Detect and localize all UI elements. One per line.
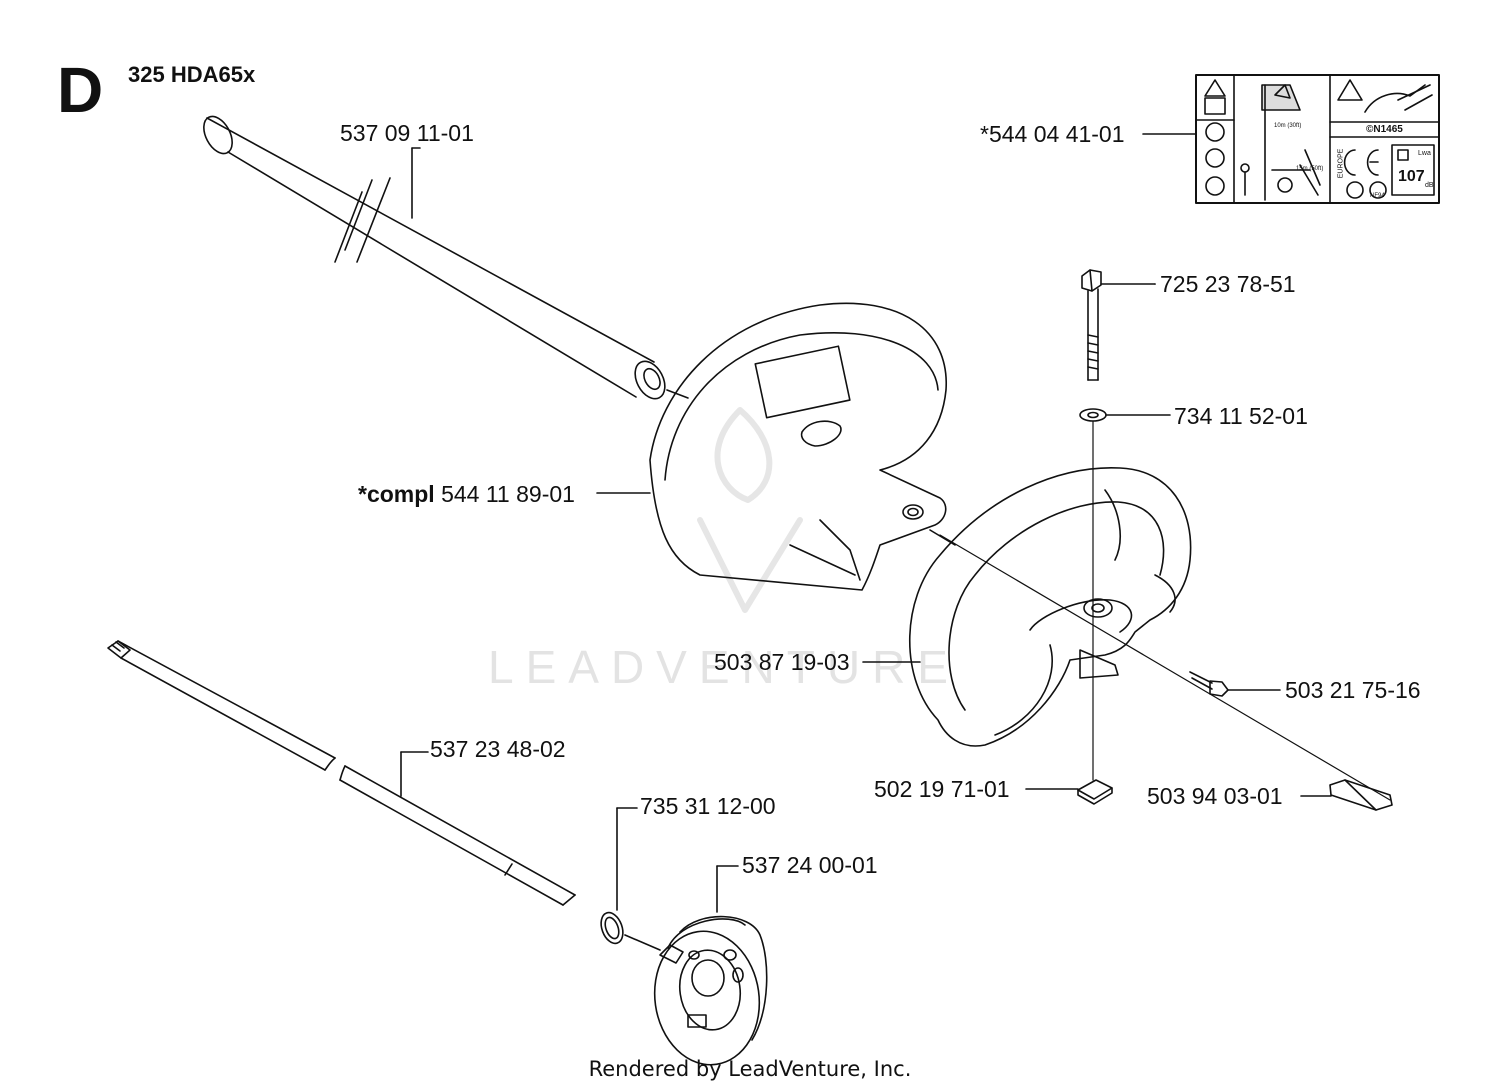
guard-part bbox=[596, 302, 956, 591]
label-guard-prefix: *compl bbox=[358, 481, 435, 507]
label-tube[interactable]: 537 09 11-01 bbox=[340, 120, 474, 146]
decal-sound-value: 107 bbox=[1398, 168, 1425, 185]
decal-region: EUROPE bbox=[1337, 148, 1345, 179]
handle-part bbox=[862, 467, 1192, 747]
tube-part bbox=[203, 115, 689, 400]
label-guard-number: 544 11 89-01 bbox=[441, 481, 575, 507]
bolt-part bbox=[1189, 671, 1281, 697]
model-title: 325 HDA65x bbox=[128, 62, 256, 87]
label-handle[interactable]: 503 87 19-03 bbox=[714, 649, 850, 675]
washer-part bbox=[1079, 408, 1171, 601]
decal-nf: NF94 bbox=[1370, 193, 1385, 199]
section-letter: D bbox=[57, 54, 104, 126]
label-washer[interactable]: 734 11 52-01 bbox=[1174, 403, 1308, 429]
label-cable[interactable]: 503 94 03-01 bbox=[1147, 783, 1283, 809]
label-screw-top[interactable]: 725 23 78-51 bbox=[1160, 271, 1296, 297]
decal-sound-unit: dB bbox=[1425, 182, 1434, 189]
label-nut[interactable]: 502 19 71-01 bbox=[874, 776, 1010, 802]
footer-credit: Rendered by LeadVenture, Inc. bbox=[588, 1057, 912, 1081]
watermark-text: LEADVENTURE bbox=[488, 641, 960, 693]
label-oring[interactable]: 735 31 12-00 bbox=[640, 793, 776, 819]
label-bolt[interactable]: 503 21 75-16 bbox=[1285, 677, 1421, 703]
label-guard[interactable]: *compl 544 11 89-01 bbox=[358, 481, 575, 507]
decal-cert-code: ©N1465 bbox=[1366, 124, 1403, 135]
shaft-part bbox=[107, 640, 576, 906]
nut-part bbox=[1025, 779, 1113, 805]
cable-part bbox=[1300, 779, 1393, 811]
oring-part bbox=[600, 807, 661, 951]
label-shaft[interactable]: 537 23 48-02 bbox=[430, 736, 566, 762]
decal-distance-1: 10m (30ft) bbox=[1274, 123, 1302, 129]
watermark-logo bbox=[697, 407, 803, 613]
clutch-drum-part bbox=[653, 865, 768, 1066]
axis-line bbox=[939, 534, 1391, 801]
decal-sound-label: Lwa bbox=[1418, 150, 1431, 157]
screw-top-part bbox=[1081, 269, 1156, 381]
decal-part bbox=[1195, 74, 1440, 204]
decal-distance-2: 15m (50ft) bbox=[1296, 166, 1324, 172]
label-clutch-drum[interactable]: 537 24 00-01 bbox=[742, 852, 878, 878]
label-decal[interactable]: *544 04 41-01 bbox=[980, 121, 1125, 147]
